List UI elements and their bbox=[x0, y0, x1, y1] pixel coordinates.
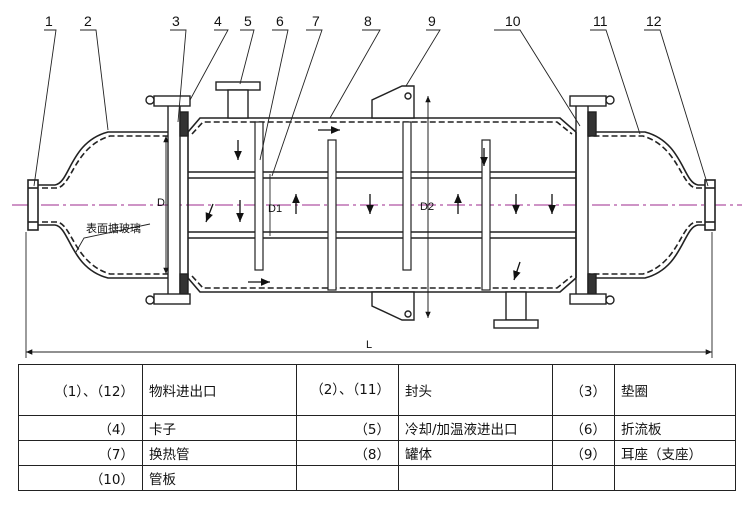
dim-d2: D2 bbox=[420, 201, 434, 213]
lug-top bbox=[371, 85, 415, 119]
coolant-nozzle-top bbox=[215, 81, 261, 119]
legend-part-name: 卡子 bbox=[142, 415, 297, 441]
legend-number: （5） bbox=[296, 415, 399, 441]
right-clamp bbox=[569, 95, 615, 305]
baffles bbox=[254, 121, 491, 291]
tube-bundle bbox=[188, 171, 576, 239]
flow-arrows bbox=[205, 126, 556, 286]
callout-4: 4 bbox=[214, 13, 222, 29]
parts-legend-table: （1）、（12） 物料进出口 （2）、（11） 封头 （3） 垫圈 （4） 卡子… bbox=[18, 364, 736, 491]
dim-l: L bbox=[366, 339, 372, 351]
legend-part-name: 封头 bbox=[398, 364, 553, 416]
right-head bbox=[588, 131, 716, 279]
callout-12: 12 bbox=[646, 13, 662, 29]
legend-number: （6） bbox=[552, 415, 615, 441]
callout-8: 8 bbox=[364, 13, 372, 29]
callout-2: 2 bbox=[84, 13, 92, 29]
legend-part-name: 垫圈 bbox=[614, 364, 736, 416]
legend-number bbox=[296, 465, 399, 491]
dim-d1: D1 bbox=[268, 203, 282, 215]
annotation-glass-lined: 表面搪玻璃 bbox=[86, 221, 141, 235]
callout-leaders bbox=[33, 29, 709, 187]
coolant-nozzle-bottom bbox=[493, 291, 539, 329]
dim-d: D bbox=[157, 197, 165, 209]
legend-part-name: 换热管 bbox=[142, 440, 297, 466]
legend-row: （4） 卡子 （5） 冷却/加温液进出口 （6） 折流板 bbox=[18, 415, 736, 441]
legend-number: （10） bbox=[18, 465, 143, 491]
legend-part-name: 折流板 bbox=[614, 415, 736, 441]
legend-row: （7） 换热管 （8） 罐体 （9） 耳座（支座） bbox=[18, 440, 736, 466]
legend-number: （7） bbox=[18, 440, 143, 466]
legend-number: （8） bbox=[296, 440, 399, 466]
callout-10: 10 bbox=[505, 13, 521, 29]
legend-part-name: 罐体 bbox=[398, 440, 553, 466]
legend-number: （9） bbox=[552, 440, 615, 466]
legend-part-name: 管板 bbox=[142, 465, 297, 491]
callout-3: 3 bbox=[172, 13, 180, 29]
callout-5: 5 bbox=[244, 13, 252, 29]
legend-part-name bbox=[398, 465, 553, 491]
callout-7: 7 bbox=[312, 13, 320, 29]
legend-row: （1）、（12） 物料进出口 （2）、（11） 封头 （3） 垫圈 bbox=[18, 364, 736, 416]
lug-bottom bbox=[371, 291, 415, 321]
callout-11: 11 bbox=[593, 13, 608, 29]
legend-number: （1）、（12） bbox=[18, 364, 143, 416]
legend-number bbox=[552, 465, 615, 491]
legend-row: （10） 管板 bbox=[18, 465, 736, 491]
legend-part-name bbox=[614, 465, 736, 491]
legend-part-name: 耳座（支座） bbox=[614, 440, 736, 466]
legend-number: （3） bbox=[552, 364, 615, 416]
callout-9: 9 bbox=[428, 13, 436, 29]
legend-number: （2）、（11） bbox=[296, 364, 399, 416]
annotation-leader bbox=[75, 223, 151, 253]
legend-number: （4） bbox=[18, 415, 143, 441]
callout-1: 1 bbox=[45, 13, 53, 29]
callout-6: 6 bbox=[276, 13, 284, 29]
dimension-lines bbox=[25, 96, 713, 358]
legend-part-name: 物料进出口 bbox=[142, 364, 297, 416]
left-head bbox=[27, 131, 168, 279]
legend-part-name: 冷却/加温液进出口 bbox=[398, 415, 553, 441]
heat-exchanger-drawing: D D1 D2 L 表面搪玻璃 1 2 3 4 5 6 7 8 9 10 11 … bbox=[12, 13, 742, 358]
left-clamp bbox=[145, 95, 191, 305]
